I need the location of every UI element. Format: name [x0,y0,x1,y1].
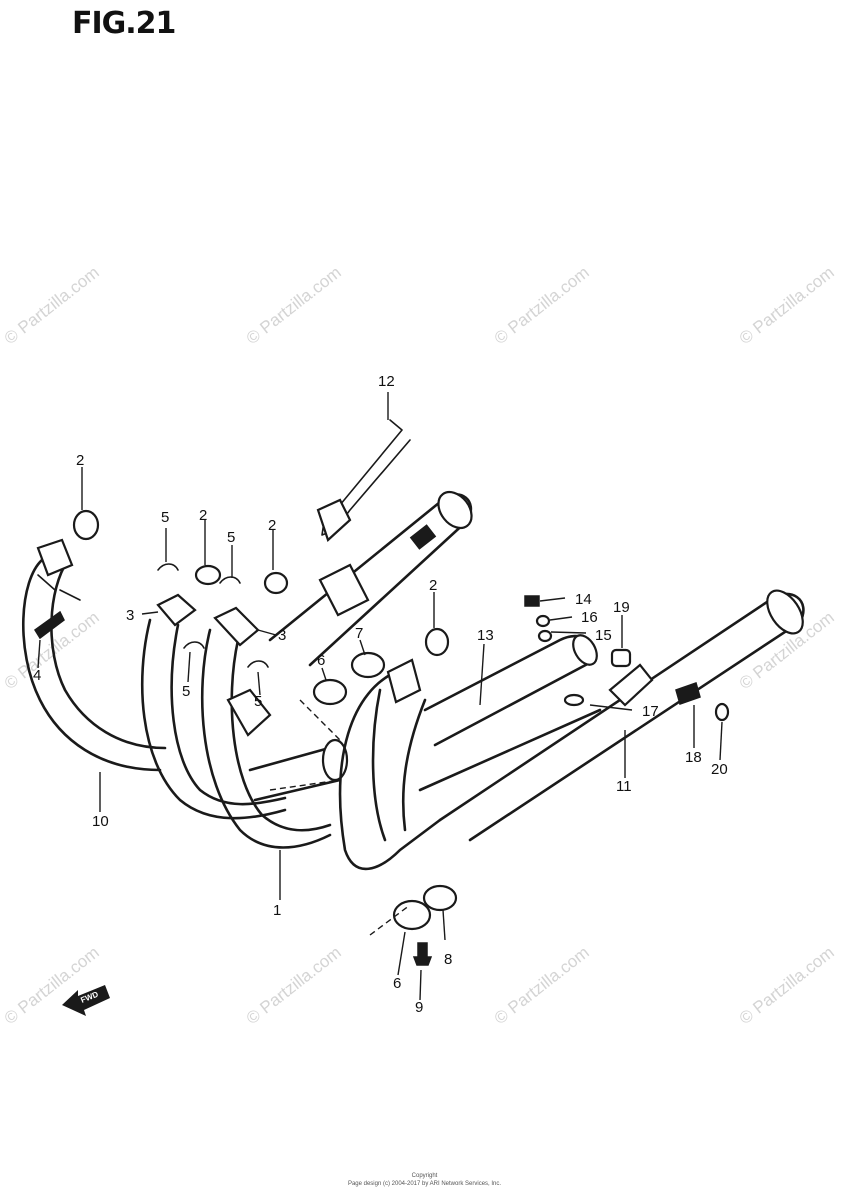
watermark: © Partzilla.com [243,263,345,349]
connector-6-lower [392,884,458,966]
callout-2: 2 [429,577,437,594]
callout-3: 3 [126,607,134,624]
callout-2: 2 [268,517,276,534]
callout-12: 12 [378,373,395,390]
assembly-guides [269,699,411,936]
callout-2: 2 [199,507,207,524]
watermark: © Partzilla.com [243,943,345,1029]
callout-5: 5 [161,509,169,526]
callout-7: 7 [355,625,363,642]
watermark: © Partzilla.com [1,943,103,1029]
callout-15: 15 [595,627,612,644]
page-footer: Copyright Page design (c) 2004-2017 by A… [0,1172,849,1188]
bracket-17 [608,663,654,707]
callout-labels: 1 2 2 2 2 3 3 4 5 5 5 5 6 6 7 8 9 10 11 … [33,373,728,1016]
callout-4: 4 [33,667,41,684]
callout-11: 11 [616,778,632,795]
callout-6: 6 [393,975,401,992]
callout-2: 2 [76,452,84,469]
callout-3: 3 [278,627,286,644]
watermark: © Partzilla.com [491,263,593,349]
callout-5: 5 [227,529,235,546]
fwd-arrow-icon: FWD [62,985,110,1016]
stud-4 [33,610,65,640]
callout-13: 13 [477,627,494,644]
callout-17: 17 [642,703,659,720]
footer-line-1: Copyright [411,1173,438,1179]
leader-lines [37,392,723,1001]
cotters-5 [157,563,269,668]
flanges-3 [156,593,272,737]
callout-10: 10 [92,813,109,830]
muffler-left [268,490,473,667]
exhaust-pipe-right [338,589,805,871]
callout-8: 8 [444,951,452,968]
connector-6-upper [312,651,422,706]
callout-6: 6 [317,652,325,669]
callout-9: 9 [415,999,423,1016]
hardware-right [524,595,730,722]
watermark: © Partzilla.com [491,943,593,1029]
callout-14: 14 [575,591,592,608]
watermark: © Partzilla.com [1,263,103,349]
callout-5: 5 [254,693,262,710]
watermark: © Partzilla.com [736,943,838,1029]
figure-title: FIG.21 [72,6,176,41]
footer-line-2: Page design (c) 2004-2017 by ARI Network… [347,1181,502,1187]
callout-1: 1 [273,902,281,919]
callout-16: 16 [581,609,598,626]
exhaust-pipe-10 [21,538,167,772]
bracket-12 [316,419,411,542]
heat-shield-13 [423,634,598,747]
exhaust-pipe-middle [140,618,349,849]
callout-19: 19 [613,599,630,616]
callout-18: 18 [685,749,702,766]
callout-20: 20 [711,761,728,778]
gaskets-2 [72,509,450,657]
callout-5: 5 [182,683,190,700]
watermark: © Partzilla.com [736,263,838,349]
